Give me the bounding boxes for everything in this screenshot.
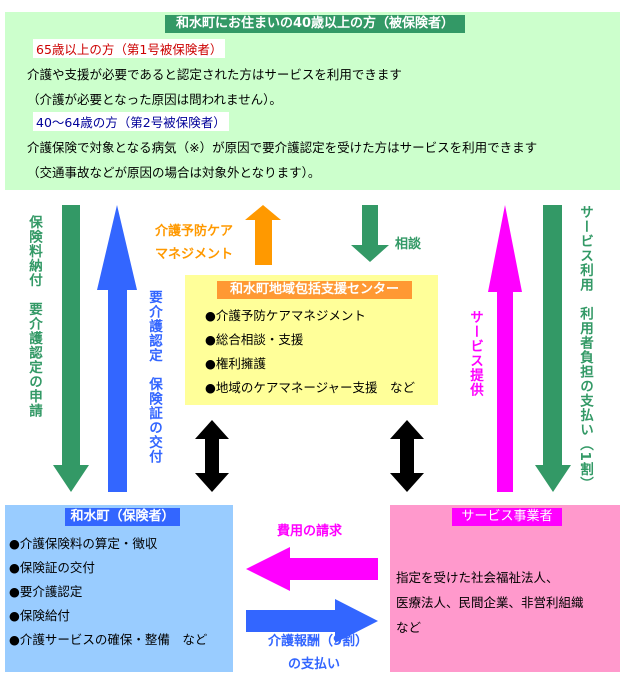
insurer-item: ●介護保険料の算定・徴収 <box>9 536 158 551</box>
certification-issue-label: 要介護認定 保険証の交付 <box>146 290 162 464</box>
billing-left-arrow <box>246 547 378 591</box>
center-item: ●介護予防ケアマネジメント <box>205 308 366 323</box>
right-green-down-arrow <box>535 205 571 492</box>
payment-label: 介護報酬（9割） <box>268 634 369 649</box>
insurer-box: 和水町（保険者） ●介護保険料の算定・徴収 ●保険証の交付 ●要介護認定 ●保険… <box>5 505 233 672</box>
insured-box: 和水町にお住まいの40歳以上の方（被保険者） 65歳以上の方（第1号被保険者） … <box>5 12 620 190</box>
provider-title: サービス事業者 <box>452 508 562 526</box>
provider-line: 医療法人、民間企業、非営利組織 <box>396 595 584 610</box>
payment-label-2: の支払い <box>288 657 341 672</box>
provider-line: など <box>396 620 422 635</box>
group2-line: 介護保険で対象となる病気（※）が原因で要介護認定を受けた方はサービスを利用できま… <box>27 140 538 155</box>
insurer-item: ●要介護認定 <box>9 584 83 599</box>
insurer-item: ●保険証の交付 <box>9 560 95 575</box>
insured-title: 和水町にお住まいの40歳以上の方（被保険者） <box>165 15 465 33</box>
provider-box: サービス事業者 指定を受けた社会福祉法人、 医療法人、民間企業、非営利組織 など <box>390 505 620 672</box>
consult-label: 相談 <box>395 237 422 252</box>
payment-right-arrow <box>246 599 378 643</box>
orange-up-arrow <box>245 205 281 265</box>
care-management-label: 介護予防ケア <box>155 224 234 239</box>
left-green-down-arrow <box>53 205 89 492</box>
group2-line: （交通事故などが原因の場合は対象外となります）。 <box>27 165 321 180</box>
insurer-item: ●保険給付 <box>9 608 70 623</box>
group1-heading: 65歳以上の方（第1号被保険者） <box>33 39 226 58</box>
support-center-title: 和水町地域包括支援センター <box>217 281 412 299</box>
support-center-box: 和水町地域包括支援センター ●介護予防ケアマネジメント ●総合相談・支援 ●権利… <box>185 275 438 405</box>
service-use-payment-label: サービス利用 利用者負担の支払い（1割） <box>577 205 593 491</box>
premium-application-label: 保険料納付 要介護認定の申請 <box>26 215 42 418</box>
center-item: ●権利擁護 <box>205 356 266 371</box>
insurer-item: ●介護サービスの確保・整備 など <box>9 632 208 647</box>
center-item: ●地域のケアマネージャー支援 など <box>205 380 416 395</box>
left-blue-up-arrow <box>97 205 137 492</box>
black-double-arrow-left <box>195 420 229 492</box>
group2-heading: 40～64歳の方（第2号被保険者） <box>33 112 229 131</box>
black-double-arrow-right <box>390 420 424 492</box>
center-item: ●総合相談・支援 <box>205 332 304 347</box>
provider-line: 指定を受けた社会福祉法人、 <box>396 570 559 585</box>
insurer-title: 和水町（保険者） <box>65 508 180 526</box>
billing-label: 費用の請求 <box>277 524 343 539</box>
service-provide-label: サービス提供 <box>467 310 483 397</box>
green-down-arrow <box>351 205 389 262</box>
group1-line: 介護や支援が必要であると認定された方はサービスを利用できます <box>27 67 402 82</box>
magenta-up-arrow <box>488 205 522 492</box>
group1-line: （介護が必要となった原因は問われません）。 <box>27 92 282 107</box>
care-management-label-2: マネジメント <box>155 247 234 262</box>
